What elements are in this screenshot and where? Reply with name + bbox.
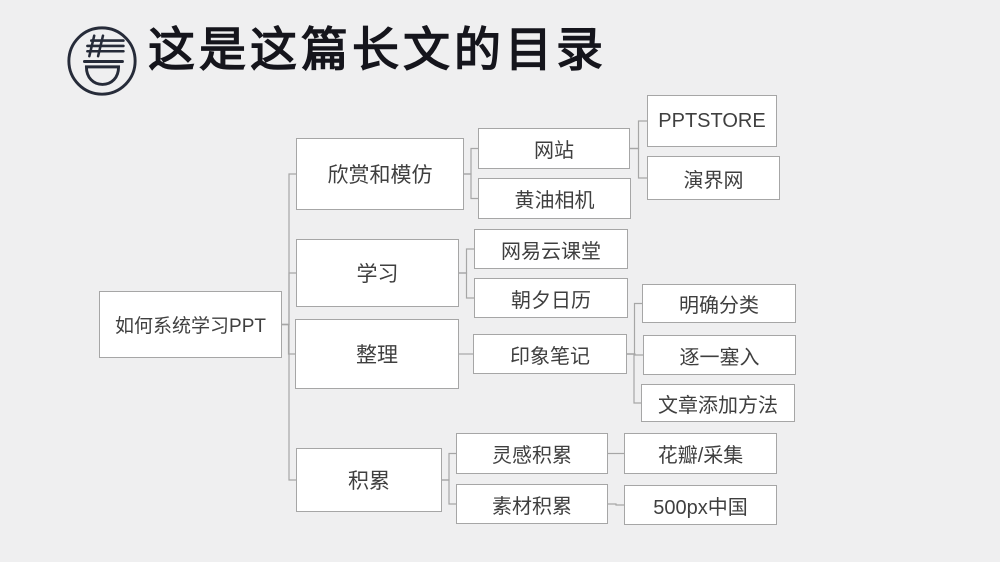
node-netease-cloud-classroom: 网易云课堂 — [474, 229, 628, 269]
node-zhaoxi-calendar: 朝夕日历 — [474, 278, 628, 318]
node-clear-classification: 明确分类 — [642, 284, 796, 323]
node-material-accumulation: 素材积累 — [456, 484, 608, 524]
node-inspiration-accumulation: 灵感积累 — [456, 433, 608, 474]
node-appreciate-imitate: 欣赏和模仿 — [296, 138, 464, 210]
node-500px-china: 500px中国 — [624, 485, 777, 525]
page-title: 这是这篇长文的目录 — [148, 25, 607, 77]
node-pptstore: PPTSTORE — [647, 95, 777, 147]
node-insert-one-by-one: 逐一塞入 — [643, 335, 796, 375]
node-accumulate: 积累 — [296, 448, 442, 512]
node-huaban-collect: 花瓣/采集 — [624, 433, 777, 474]
node-evernote: 印象笔记 — [473, 334, 627, 374]
node-butter-camera: 黄油相机 — [478, 178, 631, 219]
node-yanjiewang: 演界网 — [647, 156, 780, 200]
node-organize: 整理 — [295, 319, 459, 389]
node-websites: 网站 — [478, 128, 630, 169]
noodle-bowl-logo-icon — [63, 24, 141, 100]
node-learning: 学习 — [296, 239, 459, 307]
node-how-to-learn-ppt: 如何系统学习PPT — [99, 291, 282, 358]
node-article-add-method: 文章添加方法 — [641, 384, 795, 422]
